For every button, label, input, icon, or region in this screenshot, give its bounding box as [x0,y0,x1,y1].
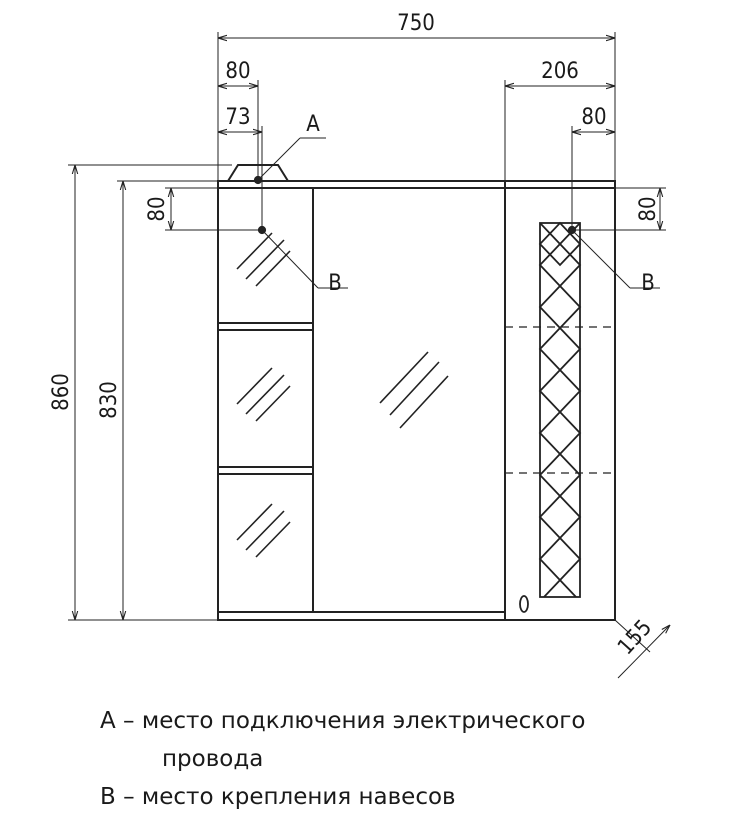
dim-body-height: 830 [97,381,122,419]
leader-lines [257,137,660,289]
dim-left-offset: 80 [225,59,250,84]
dim-right-offset: 206 [541,59,579,84]
dim-depth: 155 [613,615,657,660]
dim-top-right: 80 [636,196,661,221]
left-shelves [217,188,314,612]
legend-a-line-1: А – место подключения электрического [100,708,586,734]
marker-a-label: A [306,112,320,137]
door-knob [519,595,529,613]
dim-right-inner: 80 [581,105,606,130]
glass-hatching [236,232,449,558]
hidden-shelves [505,326,615,474]
dim-top-left: 80 [145,196,170,221]
dim-total-height: 860 [49,373,74,411]
cabinet-outline [217,180,616,621]
cabinet-drawing: 750 80 73 206 80 860 830 80 80 155 A B B [49,11,741,679]
dim-total-width: 750 [397,11,435,36]
dimension-lines [68,32,670,679]
marker-b-left-label: B [328,271,342,296]
legend-b-line: В – место крепления навесов [100,784,456,810]
legend-a-line-2: провода [162,746,264,772]
dim-left-inner: 73 [225,105,250,130]
legend: А – место подключения электрического про… [100,702,585,816]
marker-b-right-label: B [641,271,655,296]
lattice-strip [538,221,582,598]
